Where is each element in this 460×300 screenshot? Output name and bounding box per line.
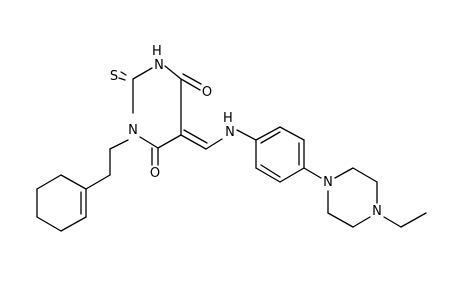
- bond-c4-o: [180, 78, 201, 91]
- atom-n-ring: N: [128, 123, 138, 138]
- bond-c5-c6: [157, 134, 182, 149]
- bond-c4-o-double: [182, 73, 202, 85]
- bond-ph-2: [279, 126, 305, 141]
- atom-s: S: [110, 69, 118, 84]
- bond-c2-s-double: [120, 71, 127, 76]
- bond-ch-nh: [205, 138, 223, 150]
- bond-pip-2: [352, 167, 378, 183]
- bond-c6-n1: [139, 136, 159, 149]
- bond-npip-ch2: [383, 216, 402, 228]
- bond-ch2-ch3: [400, 212, 427, 228]
- atom-nh-ring-h: H: [152, 44, 162, 59]
- bond-ph-5-double: [260, 164, 281, 178]
- bond-pip-4: [352, 216, 371, 228]
- atom-o-top: O: [202, 85, 212, 100]
- atom-nh-link-h: H: [223, 111, 233, 126]
- bond-pip-1: [334, 167, 354, 179]
- bond-ring-4: [36, 216, 62, 232]
- atom-n-piperazine-ethyl: N: [372, 204, 382, 219]
- bond-c5-ch: [180, 134, 207, 150]
- atom-nh-ring: H N: [152, 44, 166, 73]
- atom-nh-link-n: N: [225, 125, 235, 140]
- bond-c5-ch-double: [183, 129, 208, 144]
- bond-ring-2: [36, 174, 62, 190]
- bond-ph-5: [255, 167, 281, 183]
- bond-ph-1: [255, 126, 281, 141]
- atom-nh-ring-n: N: [154, 58, 164, 73]
- bond-c2-nh: [132, 67, 153, 80]
- bond-ring-5: [60, 216, 87, 232]
- bond-nh-c4: [164, 65, 182, 80]
- bonds: [36, 65, 427, 232]
- bond-ph-4: [279, 167, 305, 183]
- bond-nh-aryl: [236, 129, 257, 141]
- bond-ch2b-ring: [85, 174, 111, 190]
- bond-pip-5: [327, 212, 354, 228]
- atom-nh-link: H N: [223, 111, 237, 140]
- bond-n1-ch2a: [109, 139, 129, 150]
- bond-ring-1: [60, 174, 87, 190]
- atom-labels: S H N O N O H N N N: [110, 44, 382, 219]
- atom-n-piperazine-aryl: N: [323, 175, 333, 190]
- atom-o-bottom: O: [150, 166, 160, 181]
- bond-aryl-npip: [303, 167, 322, 179]
- bond-c2-s: [118, 77, 126, 81]
- bond-ph-1-double: [260, 131, 281, 144]
